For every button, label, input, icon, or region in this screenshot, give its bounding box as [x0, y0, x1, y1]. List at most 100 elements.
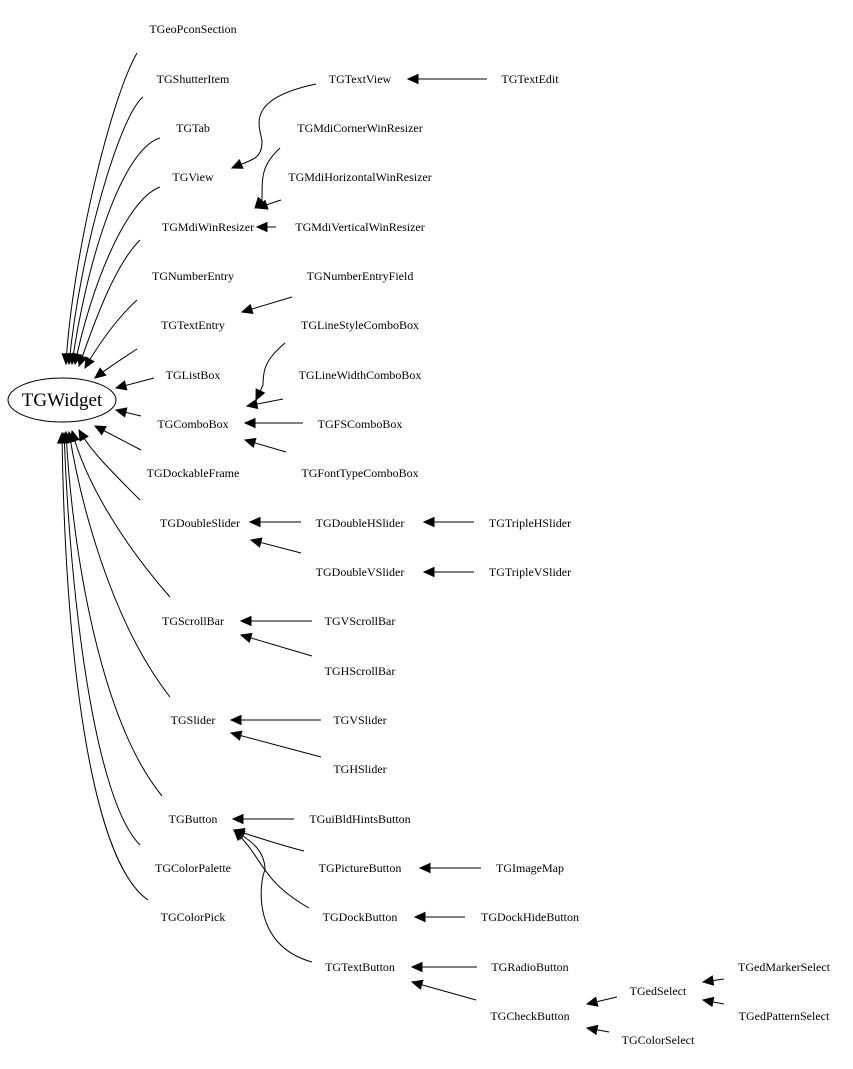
node-tg-scroll-bar: TGScrollBar	[162, 614, 224, 628]
edge-line	[65, 431, 163, 797]
node-label: TGDockableFrame	[147, 466, 240, 480]
node-label: TGButton	[169, 812, 218, 826]
node-tg-triple-h-slider: TGTripleHSlider	[489, 516, 571, 530]
edge-tg-triple-h-slider-to-tg-double-h-slider	[422, 516, 474, 528]
node-label: TGDockButton	[323, 910, 398, 924]
node-label: TGTextView	[329, 72, 392, 86]
nodes-layer: TGWidgetTGeoPconSectionTGShutterItemTGTa…	[7, 22, 831, 1047]
arrowhead-icon	[94, 367, 107, 379]
arrowhead-icon	[255, 388, 266, 402]
node-label: TGLineStyleComboBox	[301, 318, 419, 332]
edge-line	[240, 634, 313, 657]
edge-tg-color-pick-to-tg-widget	[56, 431, 149, 901]
node-label: TGNumberEntry	[152, 269, 234, 283]
edge-line	[254, 147, 281, 209]
arrowhead-icon	[229, 730, 243, 741]
edge-tg-radio-button-to-tg-text-button	[410, 961, 477, 973]
node-label: TGedMarkerSelect	[738, 960, 831, 974]
node-t-geo-pcon-section: TGeoPconSection	[149, 22, 236, 36]
node-tg-widget: TGWidget	[7, 377, 117, 423]
arrowhead-icon	[56, 431, 68, 444]
edge-tg-triple-v-slider-to-tg-double-v-slider	[422, 566, 474, 578]
edge-tg-scroll-bar-to-tg-widget	[69, 429, 171, 598]
node-tgh-slider: TGHSlider	[333, 762, 386, 776]
edge-tg-text-button-to-tg-button	[232, 829, 313, 963]
node-label: TGuiBldHintsButton	[309, 812, 410, 826]
node-tg-double-h-slider: TGDoubleHSlider	[316, 516, 405, 530]
node-tg-line-style-combo-box: TGLineStyleComboBox	[301, 318, 419, 332]
edge-tg-double-slider-to-tg-widget	[78, 428, 141, 501]
edge-tgv-scroll-bar-to-tg-scroll-bar	[239, 615, 312, 627]
arrowhead-icon	[406, 73, 419, 85]
node-label: TGTextEdit	[501, 72, 559, 86]
node-label: TGDoubleHSlider	[316, 516, 405, 530]
edge-line	[63, 432, 141, 846]
node-tg-image-map: TGImageMap	[496, 861, 564, 875]
edge-tg-number-entry-field-to-tg-text-entry	[240, 296, 293, 315]
edge-line	[61, 432, 149, 901]
node-label: TGShutterItem	[157, 72, 230, 86]
node-label: TGDoubleVSlider	[316, 565, 405, 579]
arrowhead-icon	[84, 356, 95, 370]
node-tg-color-palette: TGColorPalette	[155, 861, 231, 875]
node-tg-mdi-corner-win-resizer: TGMdiCornerWinResizer	[297, 121, 422, 135]
edge-line	[230, 732, 322, 758]
edge-line	[255, 342, 286, 401]
edge-line	[68, 96, 144, 365]
node-label: TGRadioButton	[491, 960, 568, 974]
node-label: TGTextEntry	[161, 318, 225, 332]
edge-tg-font-type-combo-box-to-tg-combo-box	[243, 437, 287, 453]
node-label: TGeoPconSection	[149, 22, 236, 36]
arrowhead-icon	[239, 632, 253, 644]
node-label: TGDoubleSlider	[160, 516, 240, 530]
edge-t-ged-marker-select-to-t-ged-select	[701, 975, 725, 986]
node-tg-mdi-vertical-win-resizer: TGMdiVerticalWinResizer	[295, 220, 424, 234]
node-t-ged-pattern-select: TGedPatternSelect	[739, 1009, 830, 1023]
node-tgh-scroll-bar: TGHScrollBar	[325, 664, 396, 678]
node-tg-dockable-frame: TGDockableFrame	[147, 466, 240, 480]
node-tg-color-select: TGColorSelect	[622, 1033, 695, 1047]
node-tg-radio-button: TGRadioButton	[491, 960, 568, 974]
node-label: TGMdiVerticalWinResizer	[295, 220, 424, 234]
node-tgv-scroll-bar: TGVScrollBar	[325, 614, 396, 628]
edge-tg-text-edit-to-tg-text-view	[406, 73, 487, 85]
arrowhead-icon	[229, 714, 242, 726]
arrowhead-icon	[232, 829, 246, 841]
edge-tg-combo-box-to-tg-widget	[114, 407, 142, 418]
node-tg-button: TGButton	[169, 812, 218, 826]
node-label: TGMdiCornerWinResizer	[297, 121, 422, 135]
node-label: TGScrollBar	[162, 614, 224, 628]
node-tg-shutter-item: TGShutterItem	[157, 72, 230, 86]
node-tg-text-view: TGTextView	[329, 72, 392, 86]
arrowhead-icon	[114, 407, 128, 418]
node-tg-mdi-horizontal-win-resizer: TGMdiHorizontalWinResizer	[288, 170, 431, 184]
node-tg-font-type-combo-box: TGFontTypeComboBox	[301, 466, 418, 480]
node-tg-check-button: TGCheckButton	[490, 1009, 569, 1023]
node-label: TGComboBox	[157, 417, 228, 431]
arrowhead-icon	[701, 996, 715, 1008]
edge-tg-color-select-to-tg-check-button	[585, 1024, 610, 1036]
edge-tg-dockable-frame-to-tg-widget	[93, 425, 142, 451]
edge-tg-list-box-to-tg-widget	[114, 377, 155, 391]
edge-tg-double-v-slider-to-tg-double-slider	[249, 537, 302, 554]
node-tg-list-box: TGListBox	[166, 368, 221, 382]
edge-t-ged-pattern-select-to-t-ged-select	[701, 996, 725, 1008]
edge-tg-view-to-tg-widget	[71, 186, 161, 366]
edges-layer	[56, 52, 725, 1036]
edge-tg-mdi-vertical-win-resizer-to-tg-mdi-win-resizer	[255, 221, 276, 233]
arrowhead-icon	[77, 354, 88, 368]
node-tg-mdi-win-resizer: TGMdiWinResizer	[162, 220, 254, 234]
edge-line	[411, 981, 477, 1001]
arrowhead-icon	[422, 516, 435, 528]
node-label: TGNumberEntryField	[307, 269, 414, 283]
node-tg-dock-hide-button: TGDockHideButton	[481, 910, 579, 924]
node-tg-text-entry: TGTextEntry	[161, 318, 225, 332]
edge-tg-line-style-combo-box-to-tg-combo-box	[255, 342, 286, 402]
node-label: TGedSelect	[630, 984, 687, 998]
arrowhead-icon	[255, 221, 268, 233]
node-label: TGColorPick	[161, 910, 226, 924]
node-label: TGPictureButton	[319, 861, 402, 875]
node-label: TGVScrollBar	[325, 614, 396, 628]
node-label: TGTextButton	[325, 960, 395, 974]
edge-tg-check-button-to-tg-text-button	[410, 979, 477, 1001]
